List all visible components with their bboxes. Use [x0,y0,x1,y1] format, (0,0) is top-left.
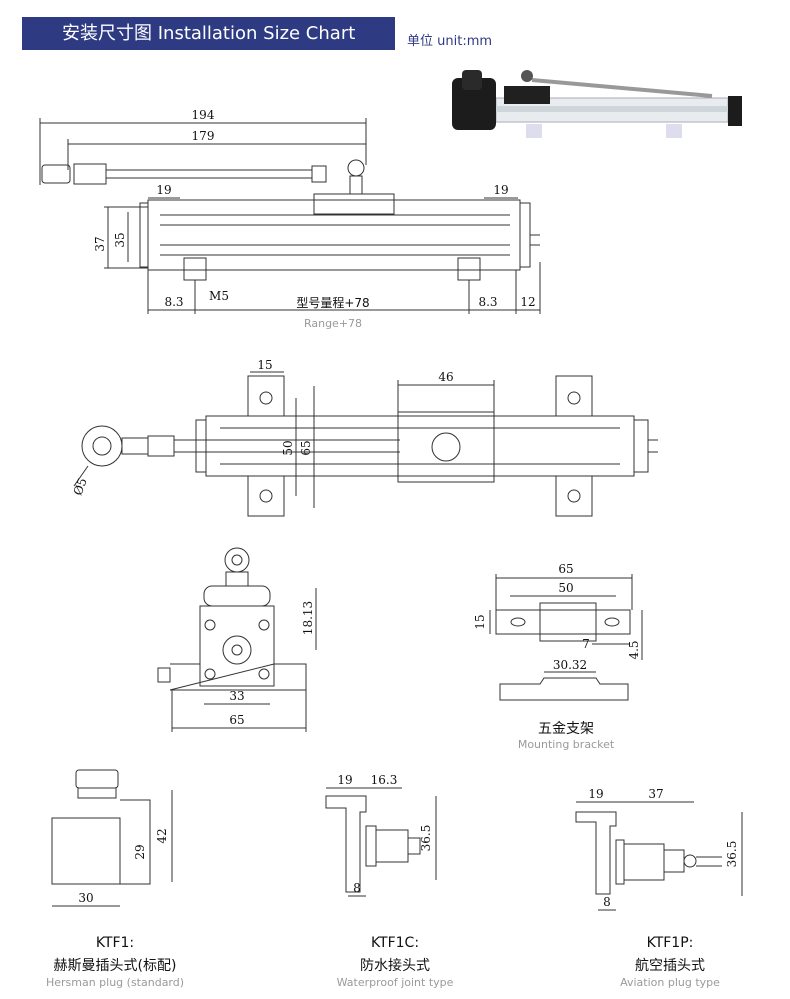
product-photo [452,70,742,138]
bracket-dim-30-32: 30.32 [553,658,587,672]
ktf1-dim-42: 42 [155,828,169,843]
dim-19-right: 19 [493,183,508,197]
end-view [157,547,317,732]
section-title: 安装尺寸图 Installation Size Chart [22,17,395,50]
bracket-dim-15: 15 [473,614,487,629]
ktf1p-dim-36-5: 36.5 [725,841,739,868]
bracket-dim-7: 7 [582,637,590,651]
dim-m5: M5 [209,289,229,303]
ktf1-code: KTF1: [95,935,135,951]
ktf1c-dim-8: 8 [353,881,361,895]
unit-label: 单位 unit:mm [407,34,493,49]
dim-18-13: 18.13 [301,601,315,635]
bracket-dim-4-5: 4.5 [627,640,641,659]
dim-50: 50 [281,440,295,455]
bracket-label-en: Mounting bracket [517,738,615,751]
ktf1p-label-en: Aviation plug type [620,976,720,989]
top-view [73,371,658,517]
ktf1-label-en: Hersman plug (standard) [45,976,185,989]
bracket-view [489,574,643,701]
ktf1-label-cn: 赫斯曼插头式(标配) [53,958,177,974]
dim-194: 194 [192,108,215,122]
ktf1-view [51,769,173,907]
ktf1c-dim-16-3: 16.3 [371,773,398,787]
range-label-cn: 型号量程+78 [296,295,369,310]
bracket-dim-50: 50 [558,581,573,595]
dim-35: 35 [113,232,127,247]
ktf1c-dim-19: 19 [337,773,352,787]
ktf1c-view [325,787,437,897]
bracket-dim-65: 65 [558,562,573,576]
dim-179: 179 [192,129,215,143]
ktf1p-label-cn: 航空插头式 [635,958,705,974]
ktf1c-code: KTF1C: [370,935,420,951]
ktf1-dim-29: 29 [133,844,147,859]
ktf1c-dim-36-5: 36.5 [419,825,433,852]
dim-dia-5: Ø5 [71,476,90,497]
ktf1p-dim-37: 37 [648,787,663,801]
ktf1c-label-en: Waterproof joint type [336,976,454,989]
dim-65: 65 [299,440,313,455]
side-view [39,118,541,314]
ktf1p-view [575,801,743,911]
dim-65-end: 65 [229,713,244,727]
dim-8-3-left: 8.3 [164,295,183,309]
dim-19-left: 19 [156,183,171,197]
dim-12: 12 [520,295,535,309]
ktf1p-dim-8: 8 [603,895,611,909]
dim-33: 33 [229,689,244,703]
ktf1p-code: KTF1P: [646,935,694,951]
ktf1p-dim-19: 19 [588,787,603,801]
bracket-label-cn: 五金支架 [538,721,594,737]
ktf1c-label-cn: 防水接头式 [360,958,430,974]
dim-8-3-right: 8.3 [478,295,497,309]
dim-46: 46 [438,370,453,384]
dim-37: 37 [93,236,107,251]
range-label-en: Range+78 [304,317,362,330]
ktf1-dim-30: 30 [78,891,93,905]
dim-15: 15 [257,358,272,372]
